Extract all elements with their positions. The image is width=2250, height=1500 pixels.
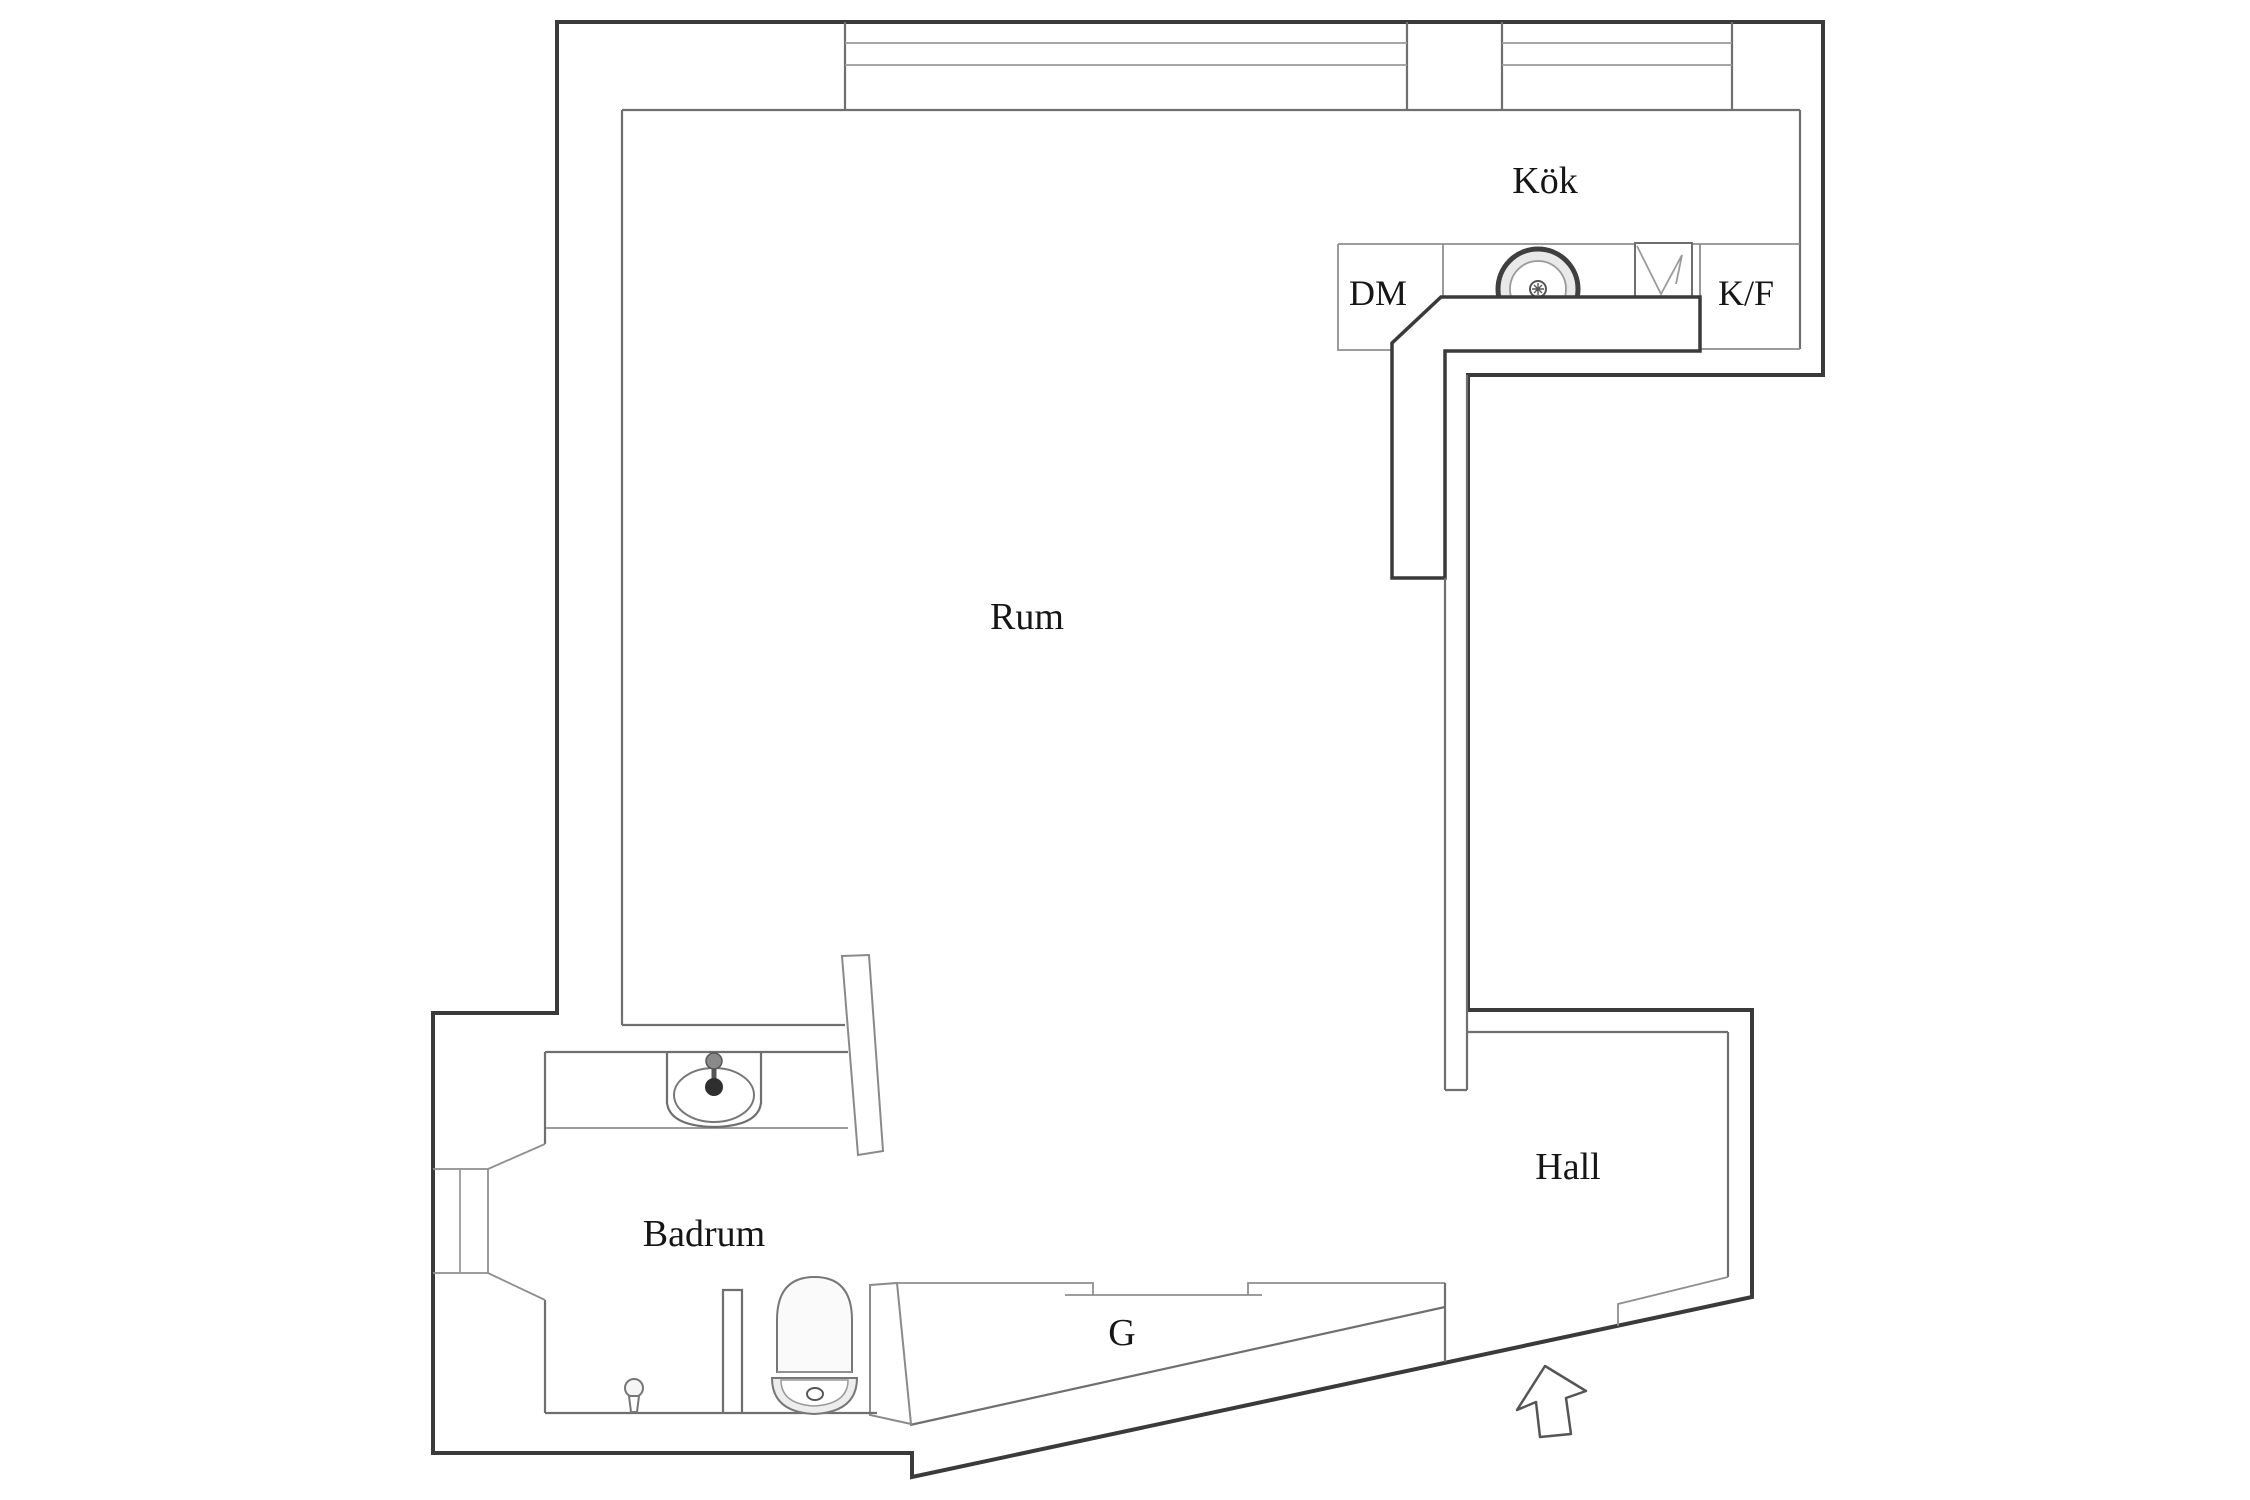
outer-wall-boundary	[431, 20, 1825, 1480]
bathroom-sink-icon	[665, 1052, 763, 1129]
closet-g	[869, 1281, 1447, 1427]
corridor-wall	[1443, 375, 1469, 1092]
room-label-garderob: G	[1108, 1312, 1135, 1354]
closet-west-pier	[869, 1281, 913, 1426]
stove-icon	[1634, 242, 1693, 298]
shower-partition-wall	[721, 1288, 744, 1413]
room-label-badrum: Badrum	[643, 1213, 765, 1255]
window-jamb-lines	[843, 22, 1734, 110]
badrum-walls	[433, 1050, 877, 1416]
room-label-hall: Hall	[1535, 1146, 1600, 1188]
window-niche-icon	[433, 1143, 546, 1301]
room-label-kok: Kök	[1512, 160, 1577, 202]
door-leaf-icon	[840, 953, 885, 1157]
toilet-icon	[770, 1275, 859, 1416]
appliance-label-dishwasher: DM	[1349, 273, 1407, 313]
sliding-door-track-3-icon	[1247, 1282, 1445, 1295]
kitchen-divider-wall	[1390, 295, 1702, 580]
sliding-door-track-1-icon	[898, 1282, 1094, 1295]
appliance-label-fridge-freezer: K/F	[1718, 273, 1774, 313]
top-wall-band	[622, 22, 1800, 112]
room-label-rum: Rum	[990, 596, 1064, 638]
window-glazing-left-icon	[845, 42, 1407, 66]
closet-inner-diagonal-wall	[909, 1305, 1446, 1427]
entry-arrow-icon	[1515, 1364, 1588, 1439]
shower-tap-icon	[624, 1378, 644, 1413]
rum-walls	[620, 110, 1802, 1027]
window-glazing-right-icon	[1502, 42, 1732, 66]
entry-door-leaf-icon	[1617, 1276, 1729, 1326]
hall-walls	[1467, 1030, 1730, 1326]
kitchen-counter	[1337, 242, 1800, 580]
